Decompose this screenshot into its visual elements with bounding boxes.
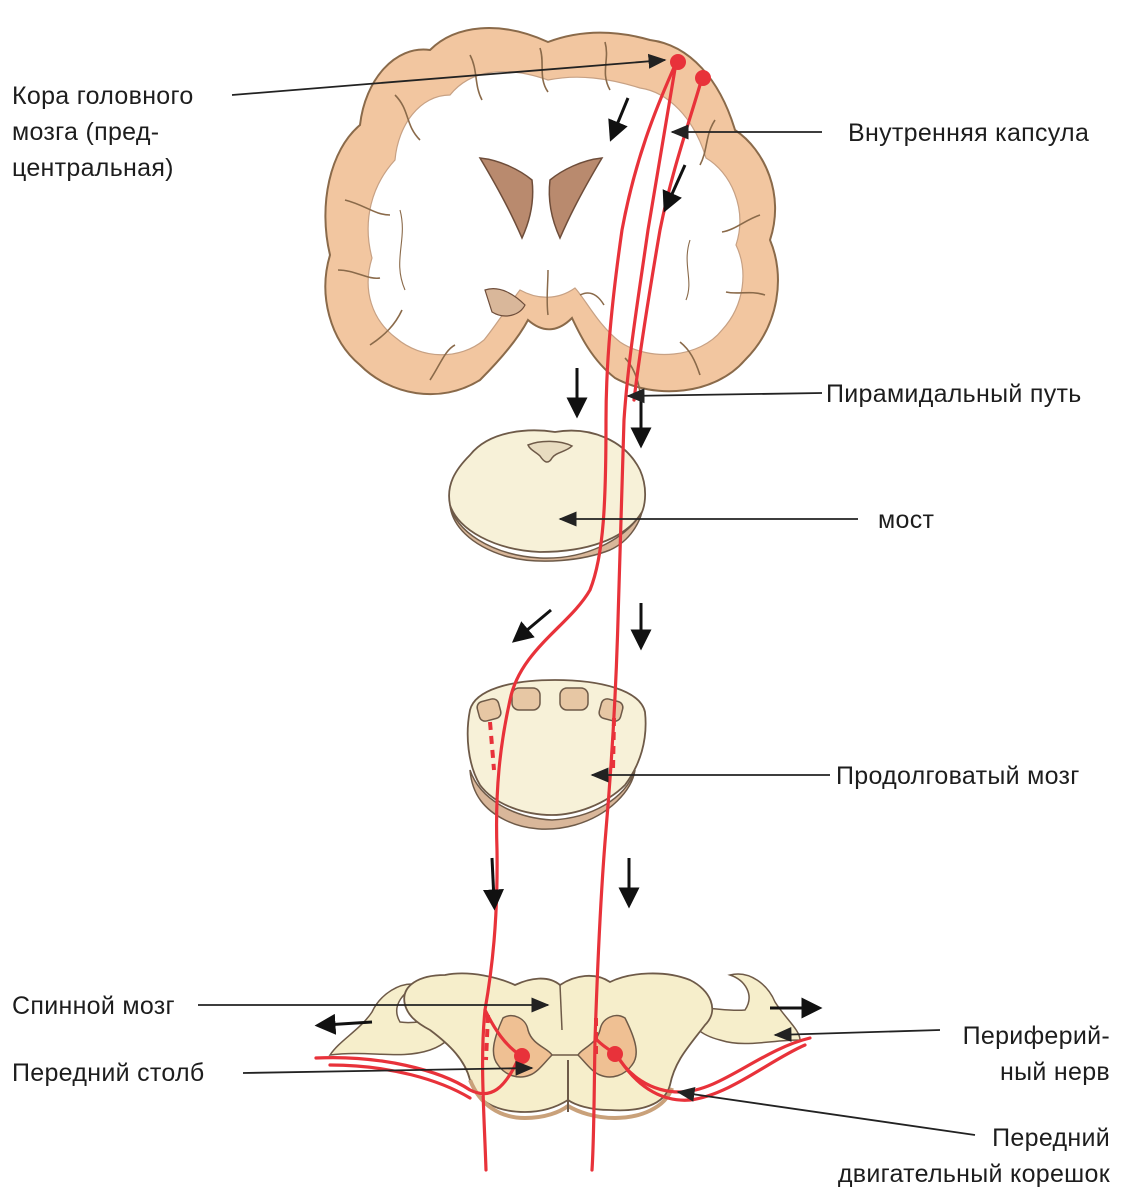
label-peripheral-nerve-line-2: ный нерв bbox=[963, 1054, 1110, 1090]
lower-motor-neuron-left bbox=[514, 1048, 530, 1064]
leader-pyramidal-tract bbox=[628, 393, 822, 396]
label-anterior-root-line-1: Передний bbox=[838, 1120, 1110, 1156]
label-pyramidal-tract: Пирамидальный путь bbox=[826, 376, 1082, 412]
lower-motor-neuron-right bbox=[607, 1046, 623, 1062]
pons-section bbox=[449, 430, 645, 561]
label-cortex: Кора головного мозга (пред- центральная) bbox=[12, 78, 194, 186]
label-cortex-line-2: мозга (пред- bbox=[12, 114, 194, 150]
label-peripheral-nerve-line-1: Периферий- bbox=[963, 1018, 1110, 1054]
label-pons: мост bbox=[878, 502, 934, 538]
label-cortex-line-1: Кора головного bbox=[12, 78, 194, 114]
upper-motor-neuron-1 bbox=[670, 54, 686, 70]
brain-coronal-section bbox=[325, 28, 778, 394]
label-internal-capsule: Внутренняя капсула bbox=[848, 115, 1089, 151]
upper-motor-neuron-2 bbox=[695, 70, 711, 86]
spinal-cord-section bbox=[330, 973, 800, 1118]
label-anterior-root-line-2: двигательный корешок bbox=[838, 1156, 1110, 1192]
label-anterior-root: Передний двигательный корешок bbox=[838, 1120, 1110, 1192]
label-spinal-cord: Спинной мозг bbox=[12, 988, 175, 1024]
leader-peripheral-nerve bbox=[775, 1030, 940, 1035]
label-anterior-column: Передний столб bbox=[12, 1055, 205, 1091]
label-medulla: Продолговатый мозг bbox=[836, 758, 1080, 794]
label-cortex-line-3: центральная) bbox=[12, 150, 194, 186]
label-peripheral-nerve: Периферий- ный нерв bbox=[963, 1018, 1110, 1090]
